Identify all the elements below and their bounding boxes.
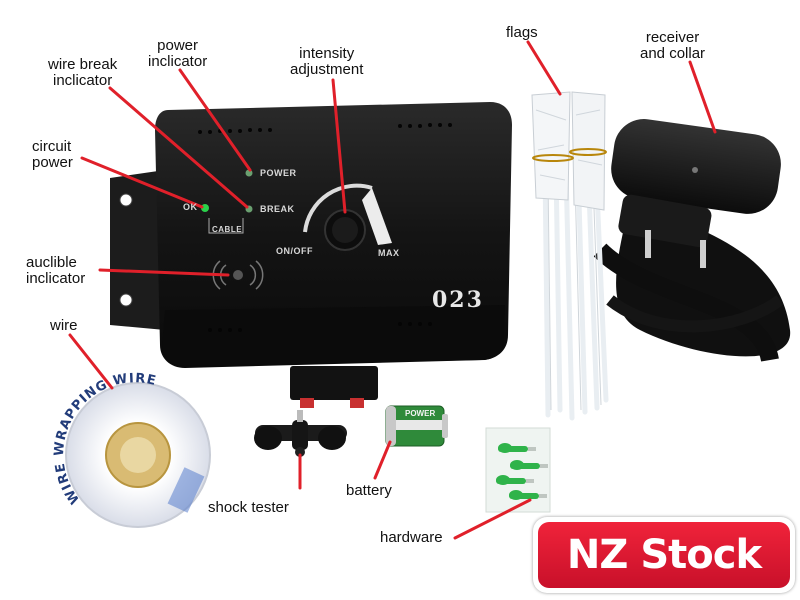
callout-audible-indicator-line2: inclicator bbox=[26, 270, 86, 287]
callout-power-indicator-line2: inclicator bbox=[148, 53, 208, 70]
callout-wire-break-indicator-line1: wire break bbox=[48, 56, 118, 73]
nz-stock-badge: NZ Stock bbox=[533, 517, 795, 593]
callout-circuit-power-line2: power bbox=[32, 154, 73, 171]
boundary-flags bbox=[531, 91, 609, 421]
wire-spool: WIRE WRAPPING WIRE bbox=[52, 371, 211, 528]
callout-receiver-line2: and collar bbox=[640, 45, 706, 62]
callout-circuit-power-line1: circuit bbox=[32, 138, 72, 155]
callout-power-indicator-line1: power bbox=[157, 37, 199, 54]
panel-label-ok: OK bbox=[183, 202, 198, 212]
callout-intensity-adjustment-line1: intensity bbox=[299, 45, 355, 62]
callout-receiver-and-collar: receiver and collar bbox=[640, 30, 705, 62]
callout-audible-indicator-line1: auclible bbox=[26, 254, 77, 271]
shock-tester bbox=[254, 410, 347, 457]
model-number: 023 bbox=[432, 287, 484, 313]
battery-label: POWER bbox=[405, 409, 435, 418]
callout-flags: flags bbox=[506, 24, 538, 41]
callout-battery: battery bbox=[346, 482, 392, 499]
callout-power-indicator: power inclicator bbox=[148, 38, 207, 70]
callout-wire-break-indicator: wire break inclicator bbox=[48, 57, 117, 89]
controller-unit bbox=[110, 102, 512, 408]
callout-shock-tester: shock tester bbox=[208, 499, 289, 516]
callout-hardware: hardware bbox=[380, 529, 443, 546]
callout-wire-break-indicator-line2: inclicator bbox=[53, 72, 113, 89]
leader-lines bbox=[68, 40, 717, 540]
callout-intensity-adjustment: intensity adjustment bbox=[290, 46, 363, 78]
callout-intensity-adjustment-line2: adjustment bbox=[290, 61, 364, 78]
callout-wire: wire bbox=[50, 317, 78, 334]
nz-stock-text: NZ Stock bbox=[566, 532, 762, 578]
panel-label-power: POWER bbox=[260, 168, 297, 178]
callout-receiver-line1: receiver bbox=[645, 29, 700, 46]
speaker-icon bbox=[212, 260, 264, 290]
panel-label-break: BREAK bbox=[260, 204, 295, 214]
battery: POWER bbox=[385, 405, 448, 447]
nz-stock-badge-inner: NZ Stock bbox=[538, 522, 790, 588]
panel-label-cable: CABLE bbox=[212, 225, 243, 234]
panel-label-on-off: ON/OFF bbox=[276, 246, 313, 256]
callout-circuit-power: circuit power bbox=[32, 139, 73, 171]
callout-audible-indicator: auclible inclicator bbox=[26, 255, 85, 287]
panel-label-max: MAX bbox=[378, 248, 400, 258]
hardware-bag bbox=[485, 427, 551, 513]
receiver-collar bbox=[593, 119, 791, 363]
